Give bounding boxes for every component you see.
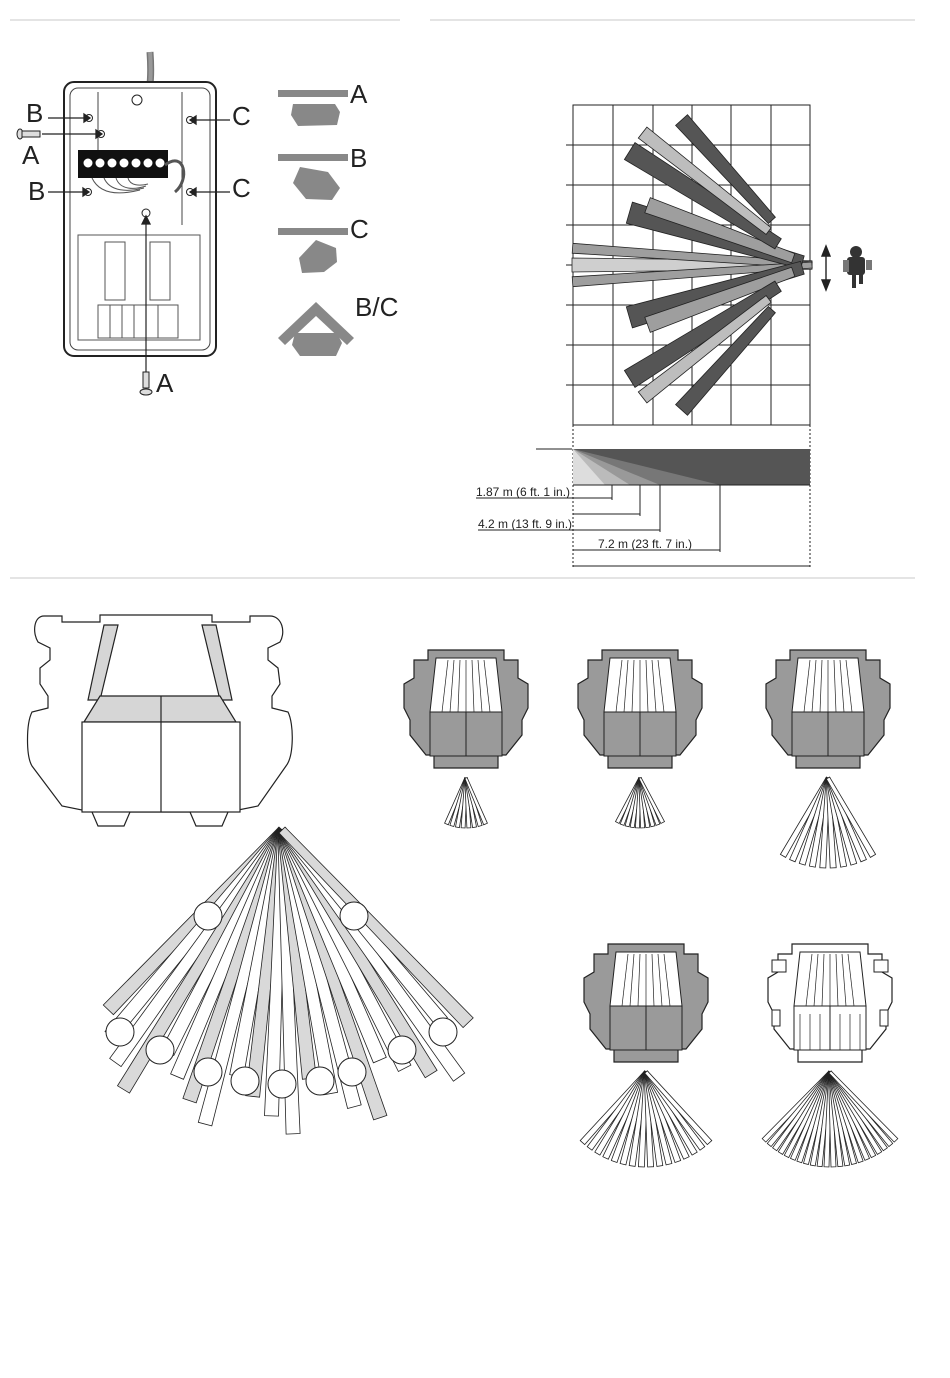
option-label-a: A [350, 79, 368, 109]
up-down-arrow-icon [822, 246, 830, 290]
mounting-option-a: A [278, 79, 368, 126]
dimension-label-1-87m: 1.87 m (6 ft. 1 in.) [476, 485, 570, 499]
zone-marker [194, 902, 222, 930]
callout-c-mid: C [232, 173, 251, 203]
option-label-bc: B/C [355, 292, 398, 322]
mounting-option-bc: B/C [278, 292, 398, 356]
coverage-top-view [566, 105, 872, 425]
callout-b-mid: B [28, 176, 45, 206]
lens-variant-5 [762, 944, 898, 1167]
zone-marker [194, 1058, 222, 1086]
zone-marker [231, 1067, 259, 1095]
option-label-c: C [350, 214, 369, 244]
mounting-back-plate [17, 52, 216, 395]
lens-outline-large [28, 615, 293, 826]
callout-a-bottom: A [156, 368, 174, 398]
lens-variants [404, 650, 898, 1167]
zone-marker [268, 1070, 296, 1098]
lens-variant-3 [766, 650, 890, 868]
callout-b-top: B [26, 98, 43, 128]
lens-mount [78, 235, 200, 340]
zone-marker [388, 1036, 416, 1064]
option-label-b: B [350, 143, 367, 173]
dimension-label-7-2m: 7.2 m (23 ft. 7 in.) [598, 537, 692, 551]
detection-zone-fan-large [103, 827, 473, 1134]
zone-marker [146, 1036, 174, 1064]
person-walking-icon [843, 246, 872, 288]
zone-marker [106, 1018, 134, 1046]
zone-marker [429, 1018, 457, 1046]
dimension-label-4-2m: 4.2 m (13 ft. 9 in.) [478, 517, 572, 531]
callout-c-top: C [232, 101, 251, 131]
lens-variant-1 [404, 650, 528, 828]
coverage-side-view: 1.87 m (6 ft. 1 in.) 4.2 m (13 ft. 9 in.… [476, 425, 810, 568]
lens-variant-4 [580, 944, 712, 1167]
callout-a-screw: A [22, 140, 40, 170]
mounting-option-c: C [278, 214, 369, 273]
zone-marker [338, 1058, 366, 1086]
zone-marker [340, 902, 368, 930]
screw-icon [17, 129, 40, 139]
lens-variant-2 [578, 650, 702, 828]
mounting-option-b: B [278, 143, 367, 200]
zone-marker [306, 1067, 334, 1095]
